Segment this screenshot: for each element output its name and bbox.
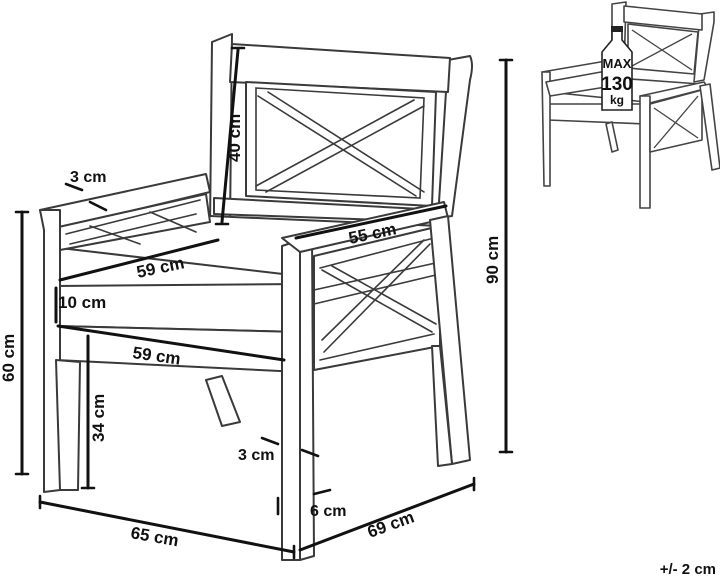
max-load-badge: MAX 130 kg <box>601 26 633 111</box>
label-leg-depth: 6 cm <box>310 503 346 520</box>
label-seat-height: 34 cm <box>89 394 108 442</box>
tolerance-note: +/- 2 cm <box>660 561 716 577</box>
label-total-depth: 69 cm <box>365 507 417 541</box>
dimension-lines <box>14 46 514 560</box>
label-leg-width: 3 cm <box>238 447 274 464</box>
chair-drawing <box>39 33 473 561</box>
label-arm-width: 3 cm <box>70 169 106 186</box>
badge-value-text: 130 <box>601 74 633 95</box>
label-back-height: 40 cm <box>225 114 244 162</box>
badge-max-text: MAX <box>603 56 632 71</box>
label-total-height: 90 cm <box>483 236 502 284</box>
label-cushion-thickness: 10 cm <box>58 293 106 312</box>
label-arm-height: 60 cm <box>0 334 18 382</box>
badge-unit-text: kg <box>610 93 624 107</box>
